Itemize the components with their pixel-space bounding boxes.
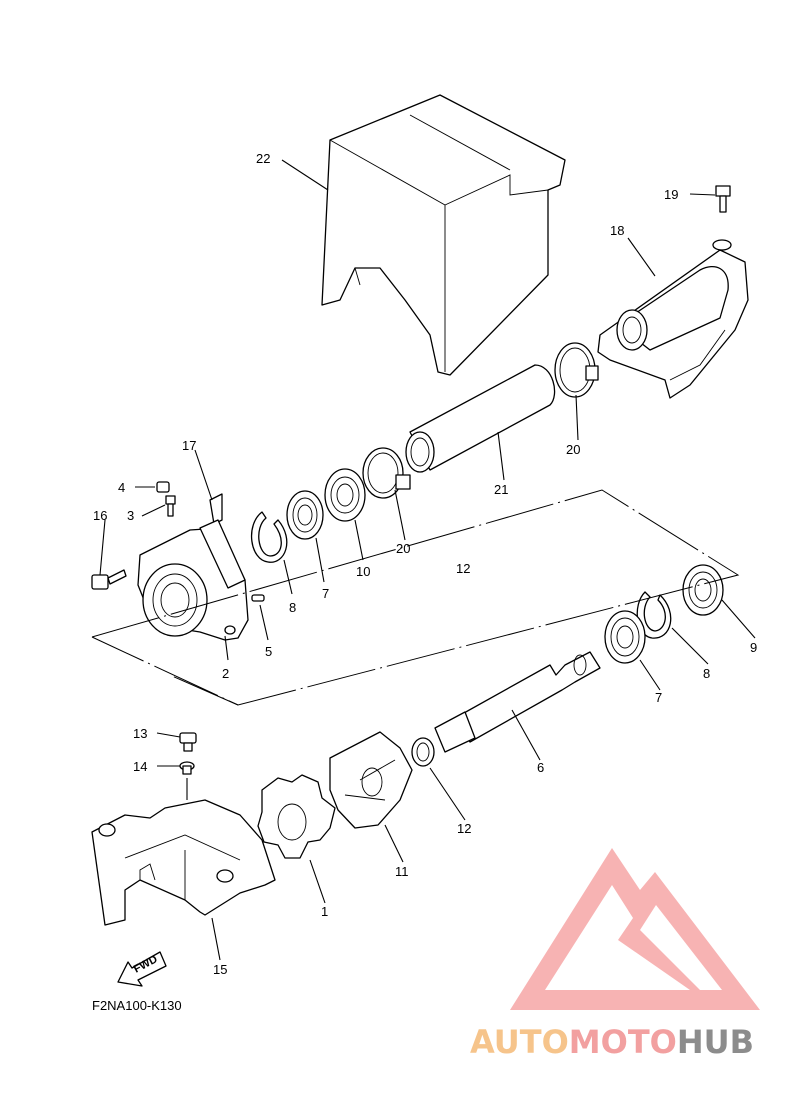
callout-14: 14 <box>133 759 147 774</box>
part-2-bearing-housing <box>137 519 249 641</box>
part-17-plate <box>209 493 223 525</box>
callout-6: 6 <box>537 760 544 775</box>
part-13-bolt <box>179 732 197 752</box>
callout-11: 11 <box>395 864 409 879</box>
part-10-bearing <box>324 468 366 522</box>
brand-part-moto: MOTO <box>569 1023 677 1061</box>
part-7-bearing-lower <box>604 610 646 664</box>
callout-9: 9 <box>750 640 757 655</box>
callout-7-lower: 7 <box>655 690 662 705</box>
callout-13: 13 <box>133 726 147 741</box>
part-15-cover <box>91 799 276 926</box>
part-14-collar <box>179 761 195 775</box>
callout-7-upper: 7 <box>322 586 329 601</box>
callout-3: 3 <box>127 508 134 523</box>
part-6-drive-shaft <box>434 651 601 753</box>
callout-21: 21 <box>494 482 508 497</box>
part-7-bearing-upper <box>286 490 324 540</box>
callout-4: 4 <box>118 480 125 495</box>
fwd-arrow-icon: FWD <box>117 951 167 987</box>
part-20-clamp-lower <box>362 447 411 499</box>
callout-labels: 22 19 18 17 4 3 16 2 5 8 7 10 20 21 20 1… <box>93 151 757 977</box>
callout-12: 12 <box>457 821 471 836</box>
assembly-frame <box>91 489 740 706</box>
callout-8-upper: 8 <box>289 600 296 615</box>
part-21-hose <box>405 364 556 473</box>
part-8-circlip-upper <box>250 511 288 563</box>
callout-18: 18 <box>610 223 624 238</box>
part-20-clamp-upper <box>554 342 599 398</box>
brand-part-hub: HUB <box>677 1023 754 1061</box>
callout-22: 22 <box>256 151 270 166</box>
part-3-nipple <box>165 495 176 517</box>
part-8-circlip-lower <box>636 591 672 639</box>
brand-wordmark: AUTOMOTOHUB <box>470 1023 754 1061</box>
part-5-pin <box>251 594 265 602</box>
callout-2: 2 <box>222 666 229 681</box>
callout-8-lower: 8 <box>703 666 710 681</box>
part-18-nozzle <box>597 239 749 399</box>
automotohub-logo <box>510 848 760 1010</box>
callout-12-frame: 12 <box>456 561 470 576</box>
callout-19: 19 <box>664 187 678 202</box>
callout-15: 15 <box>213 962 227 977</box>
part-22-cover <box>321 94 566 376</box>
callout-16: 16 <box>93 508 107 523</box>
part-16-bolt <box>91 569 127 590</box>
callout-17: 17 <box>182 438 196 453</box>
callout-20-upper: 20 <box>566 442 580 457</box>
callout-10: 10 <box>356 564 370 579</box>
callout-5: 5 <box>265 644 272 659</box>
brand-part-auto: AUTO <box>470 1023 569 1061</box>
leader-lines <box>99 159 756 961</box>
callout-1: 1 <box>321 904 328 919</box>
part-1-damper <box>257 774 336 859</box>
part-12-spacer <box>411 737 435 767</box>
part-9-bearing <box>682 564 724 616</box>
drawing-code: F2NA100-K130 <box>92 998 182 1013</box>
part-11-coupling <box>329 731 413 829</box>
callout-20-lower: 20 <box>396 541 410 556</box>
part-19-bolt <box>715 185 731 213</box>
part-4-cap <box>156 481 170 493</box>
